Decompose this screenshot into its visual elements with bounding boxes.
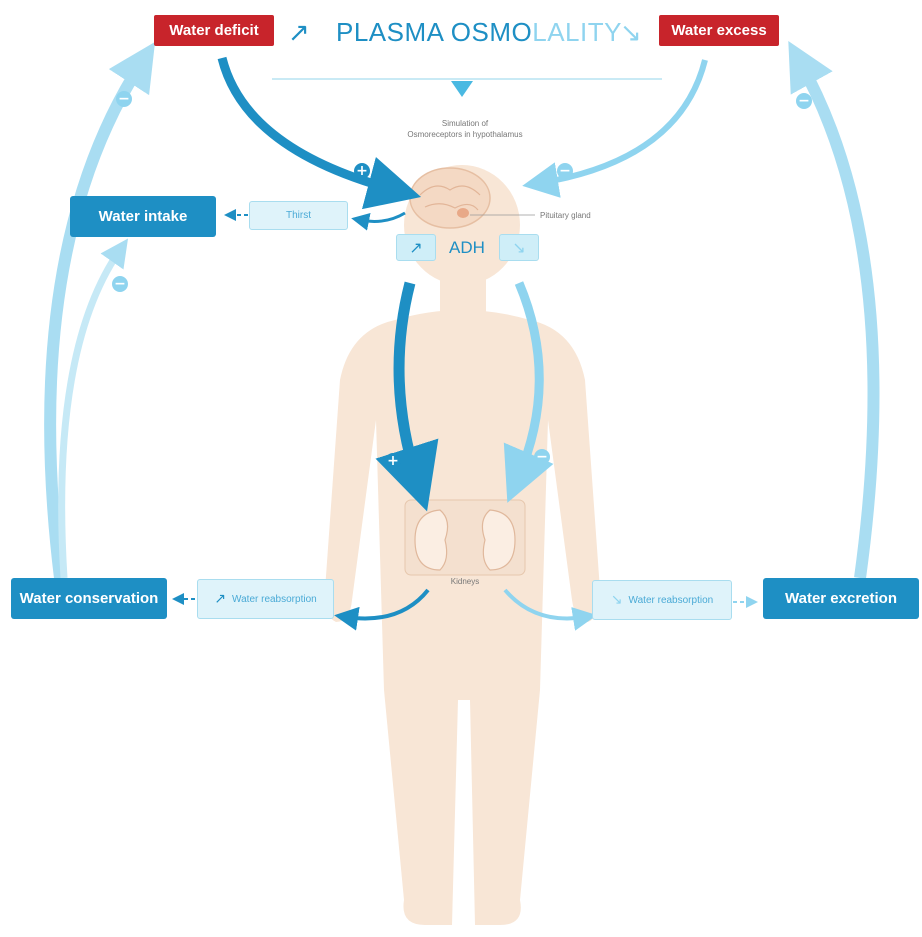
water-deficit-box: Water deficit	[154, 15, 274, 46]
title-pointer	[451, 81, 473, 97]
water-excess-box: Water excess	[659, 15, 779, 46]
osmoreceptor-caption: Simulation of Osmoreceptors in hypothala…	[380, 118, 550, 140]
adh-decrease-box: ↘	[499, 234, 539, 261]
brain-to-thirst-arrow	[360, 213, 405, 221]
arrow-down-right-icon: ↘	[512, 238, 525, 257]
minus-sign-icon: −	[116, 91, 132, 107]
minus-sign-icon: −	[557, 163, 573, 179]
kidneys-illustration	[405, 500, 525, 575]
minus-sign-icon: −	[796, 93, 812, 109]
arrow-up-right-icon: ↗	[214, 591, 226, 607]
thirst-box: Thirst	[249, 201, 348, 230]
plus-sign-icon: +	[354, 163, 370, 179]
title-light-part: LALITY	[532, 17, 622, 47]
excretion-to-excess-arrow	[800, 62, 874, 578]
left-water-reabsorption-box: ↗ Water reabsorption	[197, 579, 334, 619]
minus-sign-icon: −	[112, 276, 128, 292]
plus-sign-icon: +	[385, 453, 401, 469]
pituitary-label: Pituitary gland	[540, 210, 591, 221]
plasma-osmolality-title: PLASMA OSMOLALITY	[336, 17, 622, 48]
right-reabsorption-label: Water reabsorption	[629, 595, 714, 606]
arrow-down-right-icon: ↘	[620, 18, 642, 48]
conservation-to-intake-arrow	[62, 250, 120, 578]
kidneys-label: Kidneys	[435, 576, 495, 587]
caption-line-1: Simulation of	[380, 118, 550, 129]
adh-label: ADH	[440, 235, 494, 260]
water-excretion-box: Water excretion	[763, 578, 919, 619]
water-conservation-box: Water conservation	[11, 578, 167, 619]
arrow-down-right-icon: ↘	[611, 592, 623, 608]
left-reabsorption-label: Water reabsorption	[232, 594, 317, 605]
minus-sign-icon: −	[534, 449, 550, 465]
right-water-reabsorption-box: ↘ Water reabsorption	[592, 580, 732, 620]
water-intake-box: Water intake	[70, 196, 216, 237]
adh-increase-box: ↗	[396, 234, 436, 261]
title-dark-part: PLASMA OSMO	[336, 17, 532, 47]
arrow-up-right-icon: ↗	[409, 238, 422, 257]
arrow-up-right-icon: ↗	[288, 18, 310, 48]
caption-line-2: Osmoreceptors in hypothalamus	[380, 129, 550, 140]
